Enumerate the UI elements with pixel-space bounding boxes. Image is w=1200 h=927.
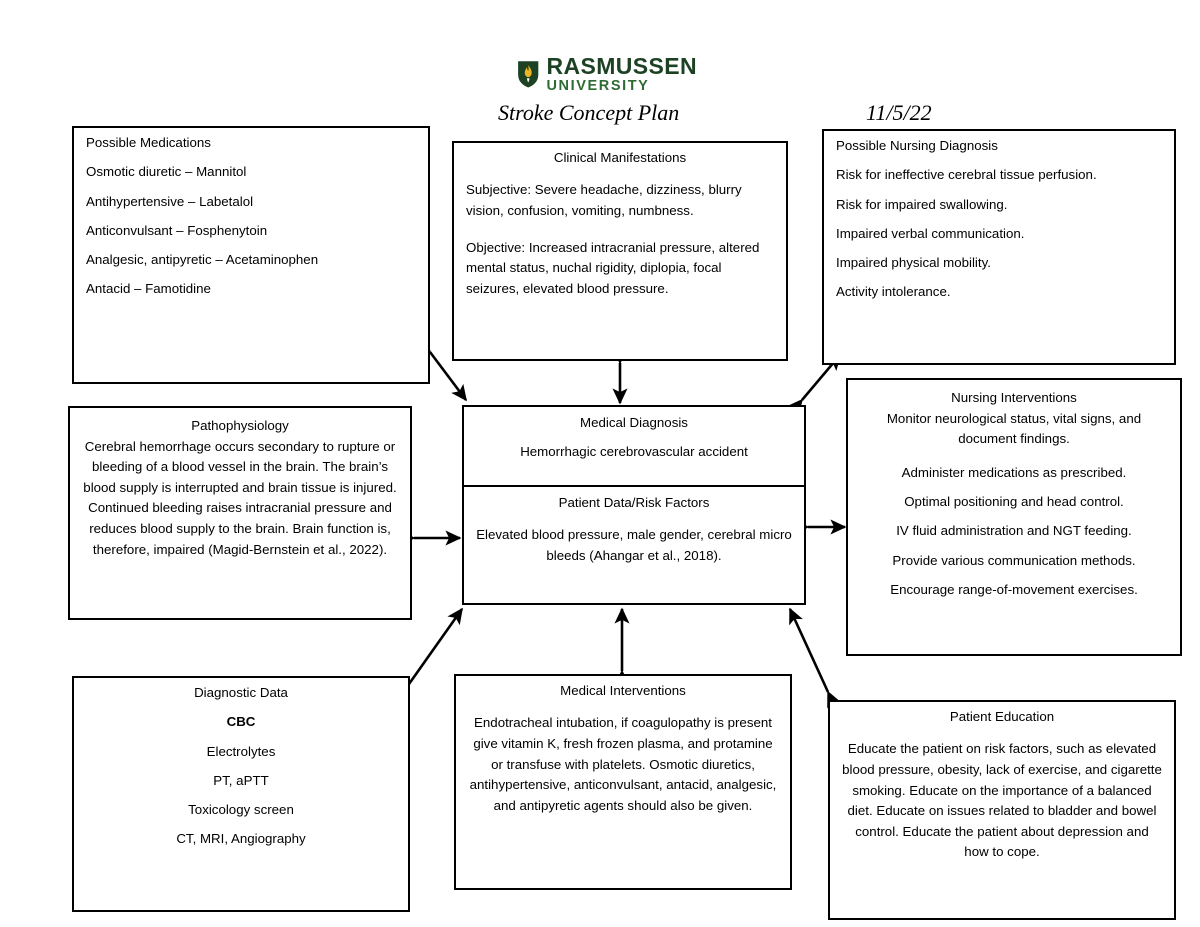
medication-item: Antacid – Famotidine: [86, 281, 211, 297]
section-patient-data: Patient Data/Risk Factors Elevated blood…: [464, 487, 804, 577]
nursing-intervention-item: Provide various communication methods.: [892, 552, 1136, 568]
nursing-intervention-item: Monitor neurological status, vital signs…: [886, 410, 1142, 447]
logo-brand-text: RASMUSSEN: [546, 52, 697, 79]
medication-item: Analgesic, antipyretic – Acetaminophen: [86, 252, 319, 268]
logo-wordmark: RASMUSSEN UNIVERSITY: [546, 52, 697, 94]
box-title: Patient Data/Risk Factors: [558, 495, 710, 510]
nursing-diagnosis-item: Risk for ineffective cerebral tissue per…: [836, 167, 1097, 183]
diagnostic-item: CBC: [226, 714, 256, 730]
box-clinical-manifestations: Clinical Manifestations Subjective: Seve…: [452, 141, 788, 361]
pathophysiology-body: Cerebral hemorrhage occurs secondary to …: [83, 438, 397, 557]
medical-interventions-body: Endotracheal intubation, if coagulopathy…: [469, 715, 777, 813]
box-title: Nursing Interventions: [951, 390, 1077, 405]
medical-diagnosis-body: Hemorrhagic cerebrovascular accident: [520, 444, 748, 460]
box-title: Medical Diagnosis: [580, 415, 688, 430]
subjective-findings: Subjective: Severe headache, dizziness, …: [466, 182, 742, 218]
box-diagnostic-data: Diagnostic Data CBC Electrolytes PT, aPT…: [72, 676, 410, 912]
box-possible-medications: Possible Medications Osmotic diuretic – …: [72, 126, 430, 384]
shield-flame-icon: [518, 61, 539, 88]
box-medical-diagnosis-and-patient-data: Medical Diagnosis Hemorrhagic cerebrovas…: [462, 405, 806, 605]
box-title: Clinical Manifestations: [553, 150, 687, 165]
diagnostic-item: Toxicology screen: [188, 802, 294, 818]
nursing-diagnosis-item: Risk for impaired swallowing.: [836, 196, 1008, 212]
nursing-diagnosis-item: Impaired verbal communication.: [836, 225, 1025, 241]
diagnostic-item: Electrolytes: [206, 743, 276, 759]
logo-sub-text: UNIVERSITY: [546, 77, 650, 94]
patient-education-body: Educate the patient on risk factors, suc…: [842, 741, 1162, 860]
medication-item: Anticonvulsant – Fosphenytoin: [86, 222, 268, 238]
nursing-intervention-item: IV fluid administration and NGT feeding.: [896, 523, 1132, 539]
box-medical-interventions: Medical Interventions Endotracheal intub…: [454, 674, 792, 890]
medication-item: Antihypertensive – Labetalol: [86, 193, 254, 209]
diagnostic-item: CT, MRI, Angiography: [176, 831, 306, 847]
nursing-intervention-item: Optimal positioning and head control.: [904, 494, 1124, 510]
box-title: Patient Education: [949, 709, 1055, 724]
nursing-diagnosis-item: Impaired physical mobility.: [836, 255, 991, 271]
box-patient-education: Patient Education Educate the patient on…: [828, 700, 1176, 920]
objective-findings: Objective: Increased intracranial pressu…: [466, 239, 760, 296]
arrow-patient-education-to-patient-data: [788, 607, 841, 709]
rasmussen-university-logo: RASMUSSEN UNIVERSITY: [517, 52, 697, 96]
nursing-diagnosis-item: Activity intolerance.: [836, 284, 951, 300]
box-title: Possible Nursing Diagnosis: [836, 138, 998, 153]
box-pathophysiology: Pathophysiology Cerebral hemorrhage occu…: [68, 406, 412, 620]
nursing-intervention-item: Administer medications as prescribed.: [901, 464, 1127, 480]
box-title: Diagnostic Data: [194, 685, 288, 700]
box-title: Pathophysiology: [191, 418, 289, 433]
arrow-diagnostic-data-to-patient-data: [394, 607, 464, 701]
box-possible-nursing-diagnosis: Possible Nursing Diagnosis Risk for inef…: [822, 129, 1176, 365]
medication-item: Osmotic diuretic – Mannitol: [86, 164, 247, 180]
nursing-intervention-item: Encourage range-of-movement exercises.: [890, 582, 1138, 598]
page-title: Stroke Concept Plan: [498, 100, 680, 125]
box-title: Possible Medications: [86, 135, 211, 150]
patient-data-body: Elevated blood pressure, male gender, ce…: [476, 527, 792, 563]
diagnostic-item: PT, aPTT: [213, 772, 269, 788]
box-nursing-interventions: Nursing Interventions Monitor neurologic…: [846, 378, 1182, 656]
section-medical-diagnosis: Medical Diagnosis Hemorrhagic cerebrovas…: [464, 407, 804, 487]
box-title: Medical Interventions: [560, 683, 686, 698]
document-date: 11/5/22: [866, 100, 932, 125]
